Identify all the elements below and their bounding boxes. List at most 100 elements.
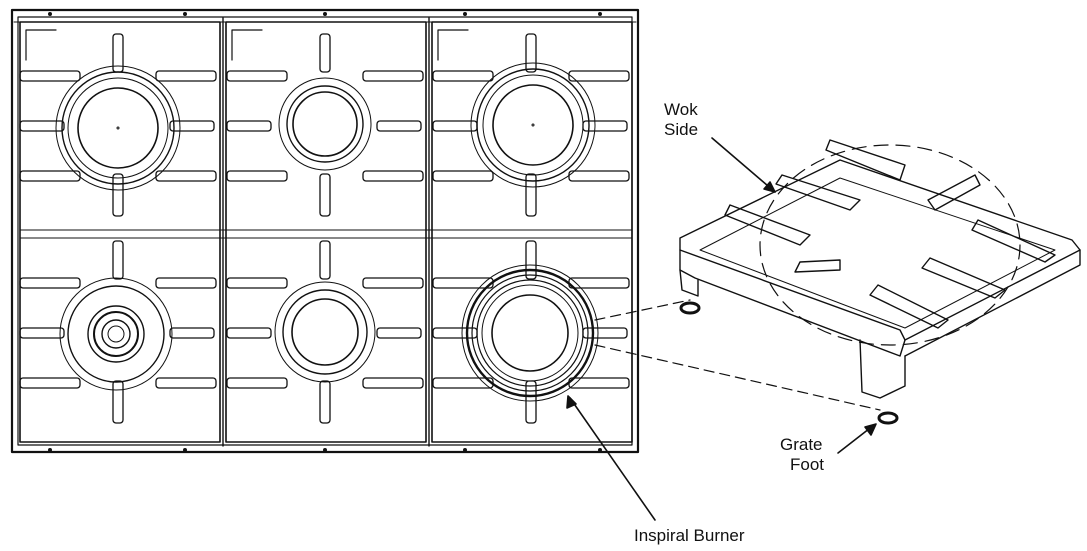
bolt-3-0 xyxy=(463,12,467,16)
wok-grate-right-edge xyxy=(904,249,1081,357)
grate-finger-16 xyxy=(319,33,331,73)
leader-lines xyxy=(566,137,877,521)
wok-grate-front-edge xyxy=(679,249,906,357)
bolt-3-1 xyxy=(463,448,467,452)
grate-finger-23 xyxy=(362,170,424,182)
grate-finger-27 xyxy=(376,327,422,339)
inspiral-leader xyxy=(569,397,656,521)
grate-foot-label-line2: Foot xyxy=(790,455,824,474)
grate-finger-30 xyxy=(226,377,288,389)
grate-finger-31 xyxy=(362,377,424,389)
grate-finger-40 xyxy=(525,240,537,280)
grate-finger-12 xyxy=(19,277,81,289)
grate-finger-34 xyxy=(432,120,478,132)
grate-finger-1 xyxy=(112,173,124,217)
grate-finger-38 xyxy=(432,170,494,182)
grate-finger-26 xyxy=(226,327,272,339)
wok-finger-3 xyxy=(825,139,906,181)
inspiral-burner-label: Inspiral Burner xyxy=(634,526,745,545)
grate-finger-14 xyxy=(19,377,81,389)
grate-corner-50 xyxy=(437,29,469,61)
grate-finger-21 xyxy=(362,70,424,82)
burner-front-center xyxy=(274,281,376,383)
grate-corner-49 xyxy=(231,29,263,61)
grate-finger-47 xyxy=(568,377,630,389)
grate-finger-37 xyxy=(568,70,630,82)
grate-finger-3 xyxy=(169,120,215,132)
grate-finger-4 xyxy=(19,70,81,82)
bolt-4-0 xyxy=(598,12,602,16)
grate-fingers xyxy=(19,29,630,424)
grate-section-center xyxy=(225,21,427,443)
grate-section-right xyxy=(431,21,633,443)
grate-finger-36 xyxy=(432,70,494,82)
grate-finger-11 xyxy=(169,327,215,339)
grate-finger-46 xyxy=(432,377,494,389)
grate-finger-29 xyxy=(362,277,424,289)
grate-finger-7 xyxy=(155,170,217,182)
grate-finger-41 xyxy=(525,380,537,424)
grate-finger-42 xyxy=(432,327,478,339)
grate-finger-13 xyxy=(155,277,217,289)
wok-grate-frame xyxy=(679,159,1081,341)
grate-finger-5 xyxy=(155,70,217,82)
grate-finger-18 xyxy=(226,120,272,132)
bolt-4-1 xyxy=(598,448,602,452)
bolt-1-1 xyxy=(183,448,187,452)
grate-finger-8 xyxy=(112,240,124,280)
grate-finger-9 xyxy=(112,380,124,424)
grate-finger-24 xyxy=(319,240,331,280)
grate-section-left xyxy=(19,21,221,443)
bolt-2-0 xyxy=(323,12,327,16)
grate-finger-28 xyxy=(226,277,288,289)
grate-foot-pad-right xyxy=(877,411,899,425)
grate-finger-32 xyxy=(525,33,537,73)
inspiral-arrowhead xyxy=(566,395,577,409)
grate-finger-35 xyxy=(582,120,628,132)
wok-outline xyxy=(759,144,1021,346)
projection-lines xyxy=(594,299,881,411)
wok-finger-1 xyxy=(724,204,811,246)
burner-front-left xyxy=(59,277,173,391)
grate-finger-10 xyxy=(19,327,65,339)
grate-finger-2 xyxy=(19,120,65,132)
grate-foot-pad-left xyxy=(679,301,701,315)
bolt-0-1 xyxy=(48,448,52,452)
grate-finger-19 xyxy=(376,120,422,132)
wok-grate xyxy=(679,139,1081,425)
wok-grate-right-foot xyxy=(859,339,906,399)
grate-finger-6 xyxy=(19,170,81,182)
grate-finger-44 xyxy=(432,277,494,289)
bolt-2-1 xyxy=(323,448,327,452)
wok-finger-7 xyxy=(869,284,949,329)
burner-rear-center xyxy=(278,77,372,171)
grate-finger-25 xyxy=(319,380,331,424)
bolt-0-0 xyxy=(48,12,52,16)
grate-finger-15 xyxy=(155,377,217,389)
grate-finger-45 xyxy=(568,277,630,289)
grate-foot-label-line1: Grate xyxy=(780,435,823,454)
wok-finger-5 xyxy=(971,219,1056,263)
wok-finger-6 xyxy=(921,257,1006,299)
cooktop-bolts xyxy=(48,12,602,452)
wok-side-label-line1: Wok xyxy=(664,100,698,119)
wok-side-arrowhead xyxy=(763,181,776,193)
grate-corner-48 xyxy=(25,29,57,61)
grate-finger-20 xyxy=(226,70,288,82)
wok-side-leader xyxy=(711,137,776,193)
wok-grate-left-foot xyxy=(679,269,699,297)
grate-finger-22 xyxy=(226,170,288,182)
grate-finger-33 xyxy=(525,173,537,217)
wok-finger-2 xyxy=(775,174,861,211)
grate-finger-43 xyxy=(582,327,628,339)
wok-side-label-line2: Side xyxy=(664,120,698,139)
bolt-1-0 xyxy=(183,12,187,16)
grate-finger-39 xyxy=(568,170,630,182)
grate-finger-17 xyxy=(319,173,331,217)
wok-grate-inner-frame xyxy=(699,177,1056,329)
grate-foot-arrowhead xyxy=(864,423,877,436)
wok-finger-4 xyxy=(927,174,981,211)
wok-finger-8 xyxy=(794,259,841,273)
grate-finger-0 xyxy=(112,33,124,73)
